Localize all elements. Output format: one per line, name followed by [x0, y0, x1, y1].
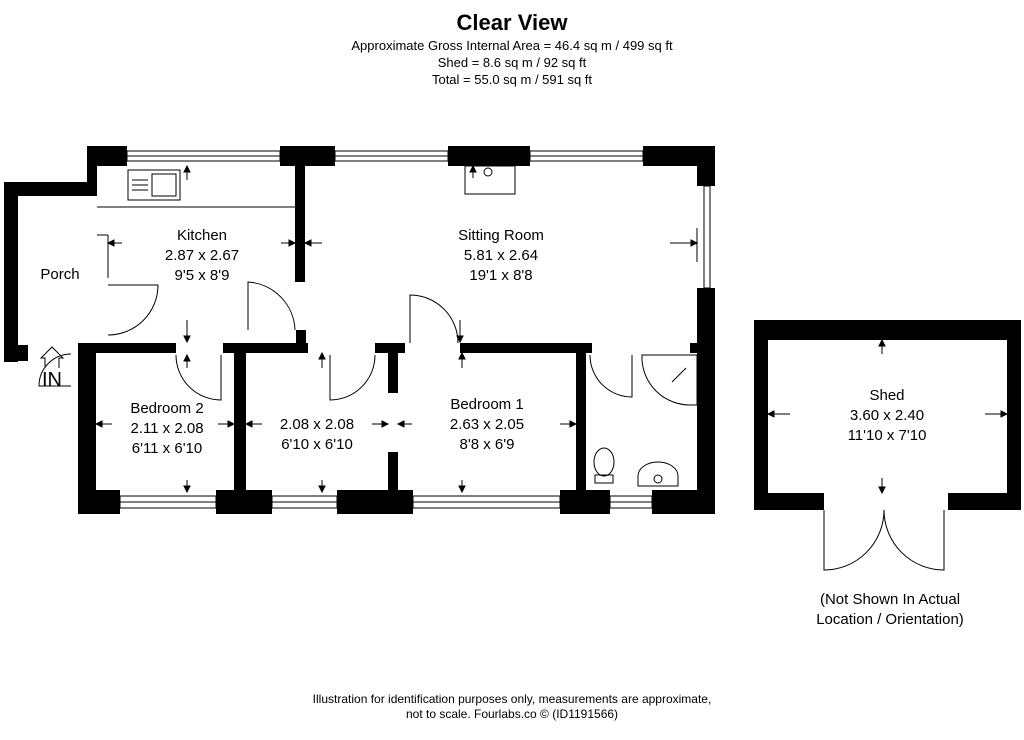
porch-name: Porch	[40, 266, 79, 283]
sitting-room-name: Sitting Room	[458, 227, 544, 244]
shed-note-line-2: Location / Orientation)	[816, 611, 964, 628]
bedroom-1-name: Bedroom 1	[450, 396, 523, 413]
entrance-label: IN	[42, 369, 62, 391]
doors	[107, 281, 633, 401]
bedroom-2-name: Bedroom 2	[130, 400, 203, 417]
bedroom-2-metric: 2.11 x 2.08	[130, 420, 203, 437]
exterior-walls	[78, 146, 715, 514]
bedroom-1-metric: 2.63 x 2.05	[450, 416, 524, 433]
small-room-imperial: 6'10 x 6'10	[281, 436, 353, 453]
porch-walls	[4, 182, 96, 387]
windows	[119, 150, 711, 509]
sink-icon	[127, 169, 181, 201]
shed-imperial: 11'10 x 7'10	[848, 427, 927, 444]
shed-walls	[754, 320, 1021, 510]
kitchen-imperial: 9'5 x 8'9	[175, 267, 230, 284]
sitting-room-imperial: 19'1 x 8'8	[469, 267, 532, 284]
disclaimer-line-1: Illustration for identification purposes…	[312, 692, 712, 706]
toilet-icon	[593, 447, 615, 484]
shed-name: Shed	[869, 387, 904, 404]
gross-area-text: Approximate Gross Internal Area = 46.4 s…	[351, 38, 673, 53]
kitchen-name: Kitchen	[177, 227, 227, 244]
small-room-metric: 2.08 x 2.08	[280, 416, 354, 433]
sitting-room-metric: 5.81 x 2.64	[464, 247, 538, 264]
shed-note-line-1: (Not Shown In Actual	[819, 591, 961, 608]
plan-title: Clear View	[456, 10, 568, 35]
shed-dimension-arrows	[766, 338, 1009, 495]
shed-area-text: Shed = 8.6 sq m / 92 sq ft	[437, 55, 587, 70]
shed-doors	[823, 509, 945, 571]
dimension-arrows	[94, 164, 699, 494]
bedroom-1-imperial: 8'8 x 6'9	[460, 436, 515, 453]
kitchen-counter	[97, 206, 295, 278]
disclaimer-line-2: not to scale. Fourlabs.co © (ID1191566)	[405, 707, 619, 721]
kitchen-metric: 2.87 x 2.67	[165, 247, 239, 264]
shower-icon	[641, 354, 698, 406]
total-area-text: Total = 55.0 sq m / 591 sq ft	[431, 72, 593, 87]
bedroom-2-imperial: 6'11 x 6'10	[132, 440, 203, 457]
shed-metric: 3.60 x 2.40	[850, 407, 924, 424]
washbasin-icon	[637, 461, 679, 487]
stove-icon	[464, 165, 516, 195]
entrance-arrow-icon	[39, 346, 65, 368]
internal-walls	[96, 166, 700, 497]
